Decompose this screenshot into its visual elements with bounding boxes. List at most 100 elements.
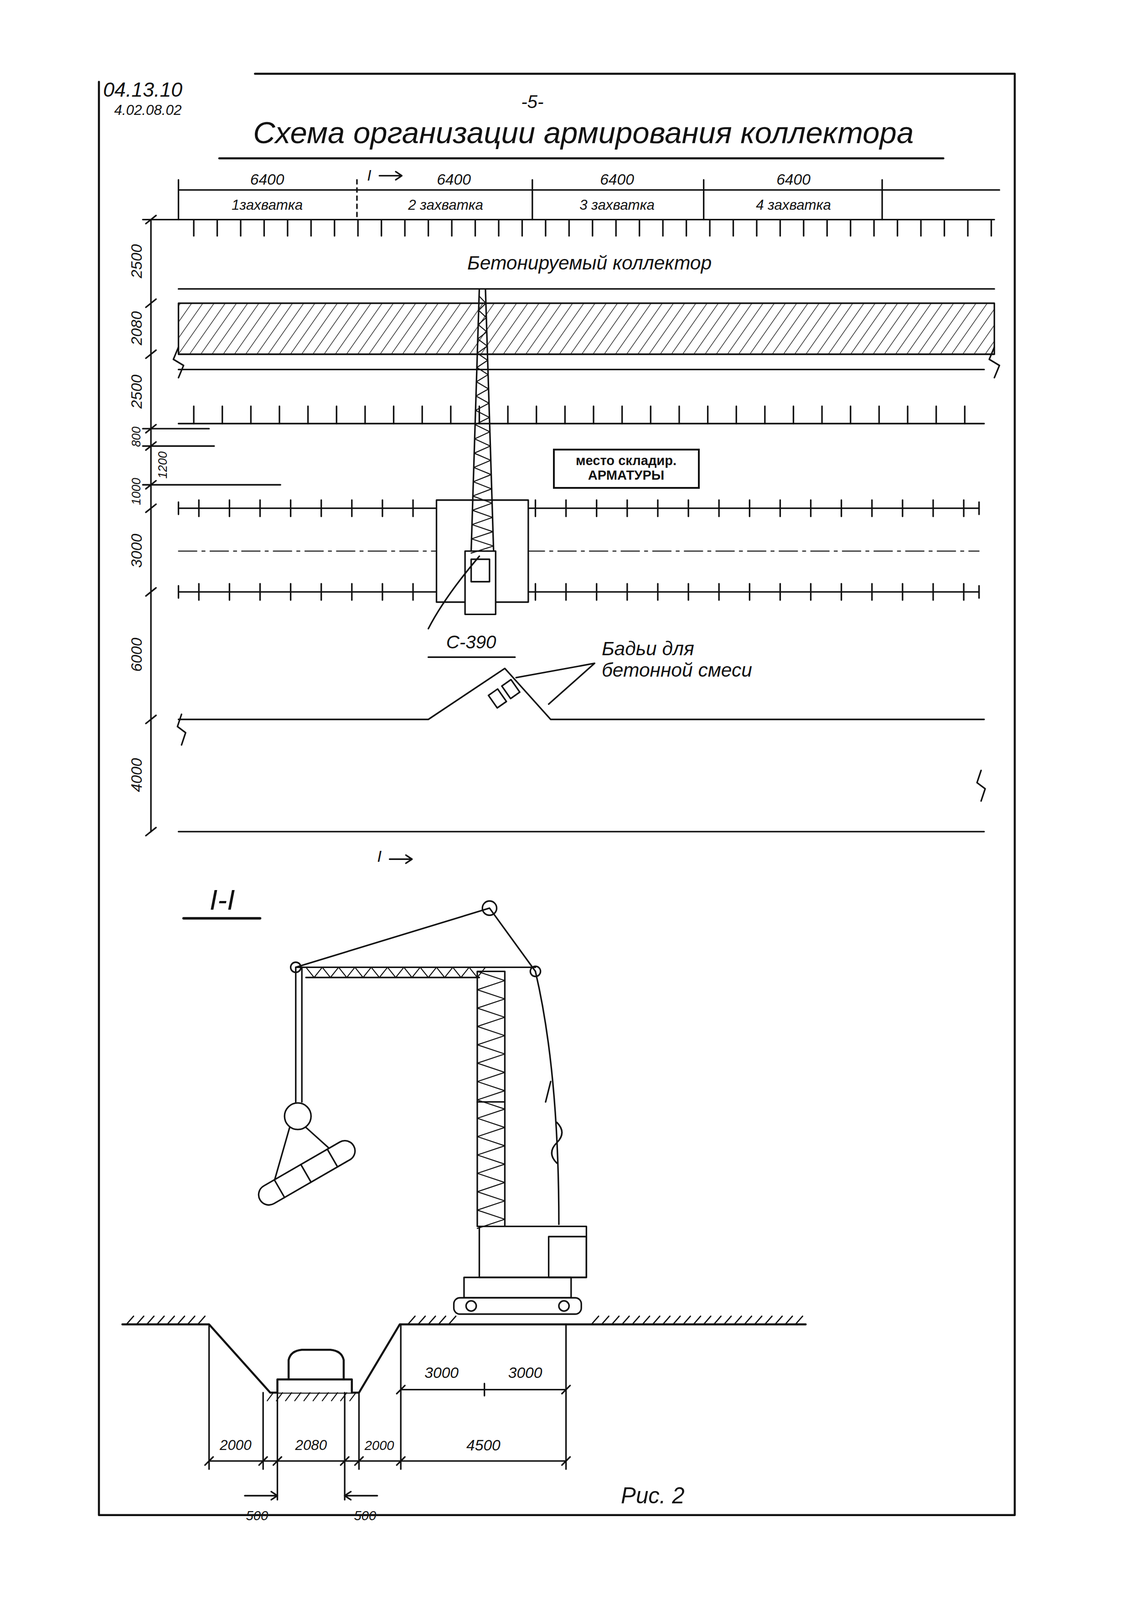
dimension-label: 2500 <box>128 374 145 409</box>
tower-lattice <box>478 310 487 318</box>
bank-hatch <box>450 219 453 237</box>
rail-sleeper <box>687 500 689 517</box>
dimension-tick <box>205 1385 571 1465</box>
tower-lattice <box>477 1017 505 1027</box>
tower-lattice <box>479 295 486 304</box>
tower-lattice <box>477 1044 505 1054</box>
ground-hatch <box>177 1315 185 1324</box>
rail-sleeper <box>718 583 720 600</box>
tower-lattice <box>477 1090 505 1100</box>
tower-lattice <box>478 317 487 325</box>
tower-lattice <box>477 1200 505 1210</box>
ground-hatch <box>764 1315 773 1324</box>
break-mark <box>173 346 1000 378</box>
dimension-label: 2 захватка <box>406 196 486 213</box>
dimension-label: 1000 <box>129 477 144 506</box>
tower-lattice <box>477 998 505 1008</box>
ground-hatch <box>673 1315 681 1324</box>
rail-sleeper <box>779 583 781 600</box>
rail-sleeper <box>779 500 781 517</box>
tower-lattice <box>477 1127 505 1137</box>
ground-hatch <box>322 1392 329 1401</box>
rail-sleeper <box>289 500 292 517</box>
dimension-divider <box>356 179 358 220</box>
ground-hatch <box>632 1315 640 1324</box>
ground-hatch <box>448 1315 456 1324</box>
jib-lattice <box>444 966 453 977</box>
rail-sleeper <box>228 500 231 517</box>
ground-hatch <box>601 1315 610 1324</box>
rail-sleeper <box>534 500 537 517</box>
jib-lattice <box>469 966 478 977</box>
dimension-tick <box>145 350 156 359</box>
bank-hatch <box>873 219 875 237</box>
rail-sleeper <box>289 583 292 600</box>
rail-sleeper <box>198 583 200 600</box>
bank-hatch <box>621 406 623 424</box>
bank-hatch <box>779 219 781 237</box>
dimension-label: -5- <box>521 92 544 113</box>
bank-hatch <box>966 219 969 237</box>
rail-sleeper <box>932 500 934 517</box>
tower-lattice <box>474 438 491 447</box>
bank-hatch <box>474 219 476 237</box>
jib-lattice <box>314 966 323 977</box>
ground-hatch <box>662 1315 671 1324</box>
bank-hatch <box>650 406 652 424</box>
dimension-line <box>149 219 152 832</box>
tower-lattice <box>471 531 493 539</box>
crane-cab <box>464 551 496 615</box>
rail-sleeper <box>656 583 659 600</box>
tower-lattice <box>473 474 491 482</box>
ground-hatch <box>331 1392 338 1401</box>
bank-hatch <box>878 406 880 424</box>
tower-lattice <box>471 538 494 547</box>
ground-hatch <box>157 1315 165 1324</box>
bank-hatch <box>685 219 687 237</box>
bank-hatch <box>506 406 509 424</box>
dimension-label: 2000 <box>219 1437 252 1453</box>
tower-lattice <box>477 1154 505 1164</box>
collector-section <box>277 1349 352 1393</box>
dimension-label: 500 <box>354 1508 377 1523</box>
rail-sleeper <box>320 500 322 517</box>
ground-hatch <box>785 1315 793 1324</box>
bank-hatch <box>286 219 289 237</box>
ground-hatch <box>754 1315 762 1324</box>
crane-axis <box>178 550 980 552</box>
ground-hatch <box>744 1315 752 1324</box>
ground-hatch <box>267 1392 274 1401</box>
tower-lattice <box>475 402 490 411</box>
dimension-label: Бетонируемый коллектор <box>465 252 714 274</box>
dimension-line <box>244 1491 378 1500</box>
rail-sleeper <box>810 500 812 517</box>
bank-hatch <box>278 406 280 424</box>
crawler-crane <box>290 900 587 1314</box>
label-underline <box>428 656 516 658</box>
storage-area-box: место складир. АРМАТУРЫ <box>552 448 700 489</box>
dimension-label: I-I <box>209 883 236 916</box>
dimension-chain <box>178 179 1000 220</box>
jib-lattice <box>379 966 388 977</box>
dimension-label: 6400 <box>599 170 635 188</box>
road-edge <box>178 668 985 832</box>
bank-hatch <box>792 406 795 424</box>
ground-hatch <box>652 1315 661 1324</box>
bank-hatch <box>263 219 265 237</box>
bank-hatch <box>192 219 195 237</box>
bank-hatch <box>564 406 566 424</box>
dimension-label: 4 захватка <box>754 196 833 213</box>
rail-sleeper <box>565 500 567 517</box>
dimension-label: С-390 <box>444 632 499 653</box>
jib-lattice <box>403 966 413 977</box>
tower-lattice <box>477 1099 505 1109</box>
bank-hatch <box>421 406 424 424</box>
jib-lattice <box>355 966 364 977</box>
dimension-label: 2000 <box>364 1437 395 1453</box>
jib-lattice <box>305 966 315 977</box>
ground-hatch <box>622 1315 630 1324</box>
bank-hatch <box>896 219 899 237</box>
tower-lattice <box>475 417 490 425</box>
bank-hatch <box>192 406 195 424</box>
